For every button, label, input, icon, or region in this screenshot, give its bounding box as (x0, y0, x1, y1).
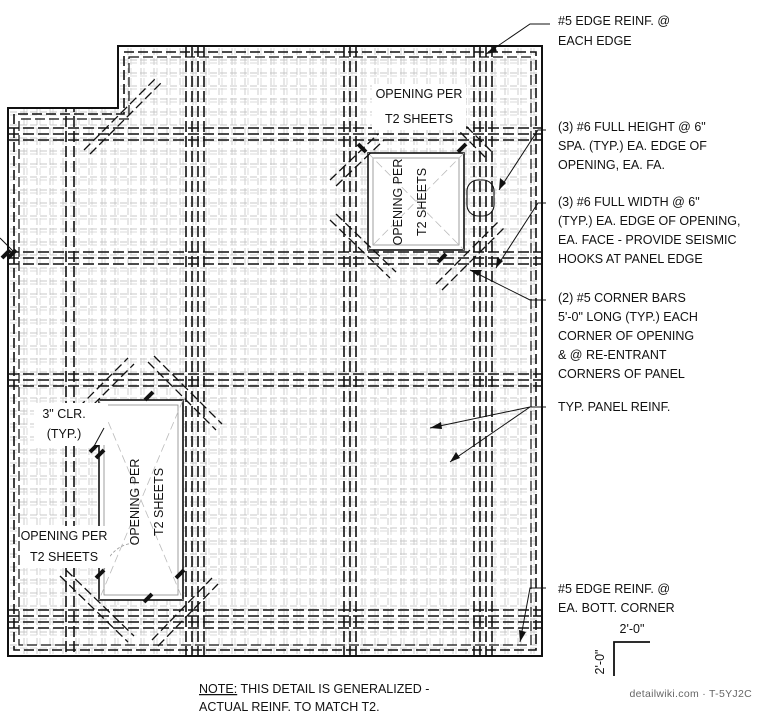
diagonal-corner-bar (335, 139, 385, 187)
callout-edge-reinf-bottom-line1: #5 EDGE REINF. @ (558, 582, 670, 596)
bar-hook-mark (456, 142, 468, 154)
corner-bars (0, 77, 505, 647)
note-line1: THIS DETAIL IS GENERALIZED - (237, 682, 429, 696)
watermark: detailwiki.com · T-5YJ2C (629, 688, 752, 700)
diagonal-corner-bar (83, 77, 157, 151)
opening-top-inside-line1: OPENING PER (391, 159, 405, 246)
diagonal-corner-bar (435, 221, 499, 285)
edge-reinforcement (13, 51, 537, 651)
note-line2: ACTUAL REINF. TO MATCH T2. (199, 700, 380, 714)
clear-cover-line1: 3" CLR. (42, 407, 85, 421)
callout-full-height-line3: OPENING, EA. FA. (558, 158, 665, 172)
clear-cover-line2: (TYP.) (47, 427, 82, 441)
panel-outline (7, 45, 543, 657)
callout-panel-reinf: TYP. PANEL REINF. (558, 400, 670, 414)
opening-top-inside-line2: T2 SHEETS (415, 168, 429, 236)
callout-edge-reinf-bottom-line2: EA. BOTT. CORNER (558, 601, 675, 615)
opening-top (367, 152, 465, 251)
clear-cover-label: 3" CLR. (TYP.) (42, 407, 85, 441)
callout-full-height: (3) #6 FULL HEIGHT @ 6" SPA. (TYP.) EA. … (558, 120, 707, 172)
label-mask-top (372, 84, 466, 130)
callout-full-width-line1: (3) #6 FULL WIDTH @ 6" (558, 195, 700, 209)
diagonal-corner-bar (157, 583, 219, 647)
bar-hook-mark (356, 142, 368, 154)
leader-lines (0, 23, 550, 643)
bar-hook-mark (436, 252, 448, 264)
callout-full-width-line4: HOOKS AT PANEL EDGE (558, 252, 703, 266)
opening-bottom-callout: OPENING PER T2 SHEETS (21, 529, 108, 564)
callout-corner-bars-line5: CORNERS OF PANEL (558, 367, 685, 381)
callout-corner-bars-line3: CORNER OF OPENING (558, 329, 694, 343)
diagonal-corner-bar (335, 213, 397, 273)
bar-hook-mark (142, 592, 154, 604)
diagonal-corner-bar (329, 133, 379, 181)
opening-bottom-callout-line2: T2 SHEETS (30, 550, 98, 564)
scale-horizontal-label: 2'-0" (620, 622, 645, 636)
note-prefix: NOTE: (199, 682, 237, 696)
opening-bottom-inside-label: OPENING PER T2 SHEETS (128, 459, 166, 546)
full-height-bar-highlight (466, 179, 495, 217)
bar-hook-mark (88, 442, 100, 454)
callout-edge-reinf-top-line1: #5 EDGE REINF. @ (558, 14, 670, 28)
callout-full-height-line2: SPA. (TYP.) EA. EDGE OF (558, 139, 707, 153)
general-note: NOTE: THIS DETAIL IS GENERALIZED - ACTUA… (199, 682, 429, 714)
opening-top-callout-line2: T2 SHEETS (385, 112, 453, 126)
diagonal-corner-bar (329, 219, 391, 279)
diagonal-corner-bar (151, 577, 213, 641)
callout-corner-bars-line2: 5'-0" LONG (TYP.) EACH (558, 310, 698, 324)
bar-hook-mark (143, 390, 155, 402)
opening-bottom-callout-line1: OPENING PER (21, 529, 108, 543)
callout-corner-bars-line4: & @ RE-ENTRANT (558, 348, 667, 362)
diagonal-corner-bar (153, 355, 223, 425)
callout-panel-reinf-line1: TYP. PANEL REINF. (558, 400, 670, 414)
label-mask-bottom (20, 526, 110, 568)
callout-edge-reinf-bottom: #5 EDGE REINF. @ EA. BOTT. CORNER (558, 582, 675, 615)
callout-full-width: (3) #6 FULL WIDTH @ 6" (TYP.) EA. EDGE O… (558, 195, 740, 266)
diagonal-corner-bar (441, 113, 489, 161)
callout-full-width-line2: (TYP.) EA. EDGE OF OPENING, (558, 214, 740, 228)
callout-corner-bars-line1: (2) #5 CORNER BARS (558, 291, 686, 305)
opening-bottom (98, 399, 184, 601)
leader-arrowheads (430, 45, 526, 642)
diagonal-corner-bar (447, 107, 495, 155)
opening-bottom-inside-line1: OPENING PER (128, 459, 142, 546)
diagonal-corner-bar (147, 361, 217, 431)
callout-corner-bars: (2) #5 CORNER BARS 5'-0" LONG (TYP.) EAC… (558, 291, 698, 381)
svg-text:NOTE: THIS DETAIL IS GENERALIZ: NOTE: THIS DETAIL IS GENERALIZED - (199, 682, 429, 696)
edge-reinforcement-inner (18, 56, 532, 646)
scale-indicator: 2'-0" 2'-0" (593, 622, 650, 676)
callout-full-height-line1: (3) #6 FULL HEIGHT @ 6" (558, 120, 706, 134)
callout-edge-reinf-top-line2: EACH EDGE (558, 34, 632, 48)
label-mask-clear (34, 403, 108, 445)
bar-hook-mark (174, 568, 186, 580)
bar-hook-mark (0, 248, 12, 260)
scale-vertical-label: 2'-0" (593, 650, 607, 675)
diagonal-corner-bar (89, 81, 163, 155)
callout-edge-reinf-top: #5 EDGE REINF. @ EACH EDGE (558, 14, 670, 48)
diagonal-corner-bar (65, 569, 135, 637)
diagonal-corner-bar (441, 227, 505, 291)
bar-hook-mark (6, 248, 18, 260)
bar-hook-mark (94, 448, 106, 460)
opening-reinforcement-bars (8, 46, 542, 656)
opening-bottom-inside-line2: T2 SHEETS (152, 468, 166, 536)
opening-top-callout: OPENING PER T2 SHEETS (376, 87, 463, 126)
bar-hook-mark (94, 568, 106, 580)
opening-top-inside-label: OPENING PER T2 SHEETS (391, 159, 429, 246)
opening-top-callout-line1: OPENING PER (376, 87, 463, 101)
diagonal-corner-bar (59, 575, 129, 643)
callout-full-width-line3: EA. FACE - PROVIDE SEISMIC (558, 233, 737, 247)
